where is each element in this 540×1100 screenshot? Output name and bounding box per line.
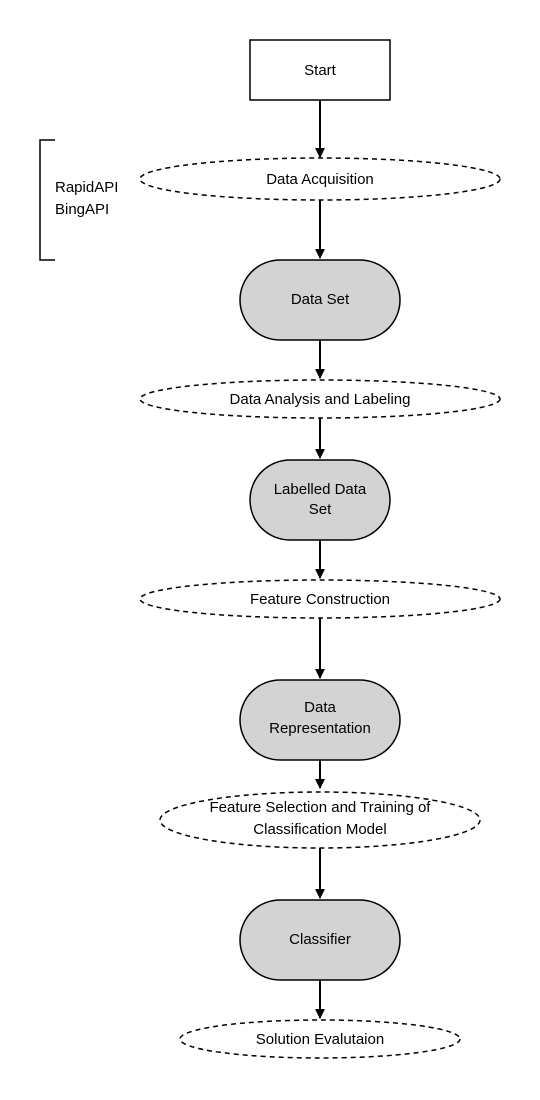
node-start-label: Start	[304, 62, 337, 79]
node-data-acquisition: Data Acquisition	[139, 157, 501, 201]
side-annotation-line-1: RapidAPI	[55, 179, 118, 196]
node-data-set: Data Set	[239, 259, 401, 341]
node-feature-construction-label: Feature Construction	[250, 591, 390, 608]
node-feature-selection-training-label-1: Feature Selection and Training of	[210, 799, 432, 816]
node-data-acquisition-label: Data Acquisition	[266, 171, 374, 188]
node-data-representation-label-2: Representation	[269, 720, 371, 737]
node-feature-selection-training-label-2: Classification Model	[253, 821, 386, 838]
side-annotation-line-2: BingAPI	[55, 201, 109, 218]
node-solution-evaluation-label: Solution Evalutaion	[256, 1031, 384, 1048]
node-labelled-data-set-label-2: Set	[309, 501, 332, 518]
node-feature-construction: Feature Construction	[139, 579, 501, 619]
node-labelled-data-set: Labelled Data Set	[249, 459, 391, 541]
node-classifier: Classifier	[239, 899, 401, 981]
node-start: Start	[249, 39, 391, 101]
node-feature-selection-training: Feature Selection and Training of Classi…	[159, 791, 481, 849]
node-data-analysis-labeling-label: Data Analysis and Labeling	[230, 391, 411, 408]
node-labelled-data-set-label-1: Labelled Data	[274, 481, 367, 498]
side-bracket	[39, 139, 55, 261]
node-solution-evaluation: Solution Evalutaion	[179, 1019, 461, 1059]
node-data-representation: Data Representation	[239, 679, 401, 761]
node-data-representation-label-1: Data	[304, 699, 336, 716]
node-classifier-label: Classifier	[289, 931, 351, 948]
node-data-set-label: Data Set	[291, 291, 350, 308]
node-data-analysis-labeling: Data Analysis and Labeling	[139, 379, 501, 419]
